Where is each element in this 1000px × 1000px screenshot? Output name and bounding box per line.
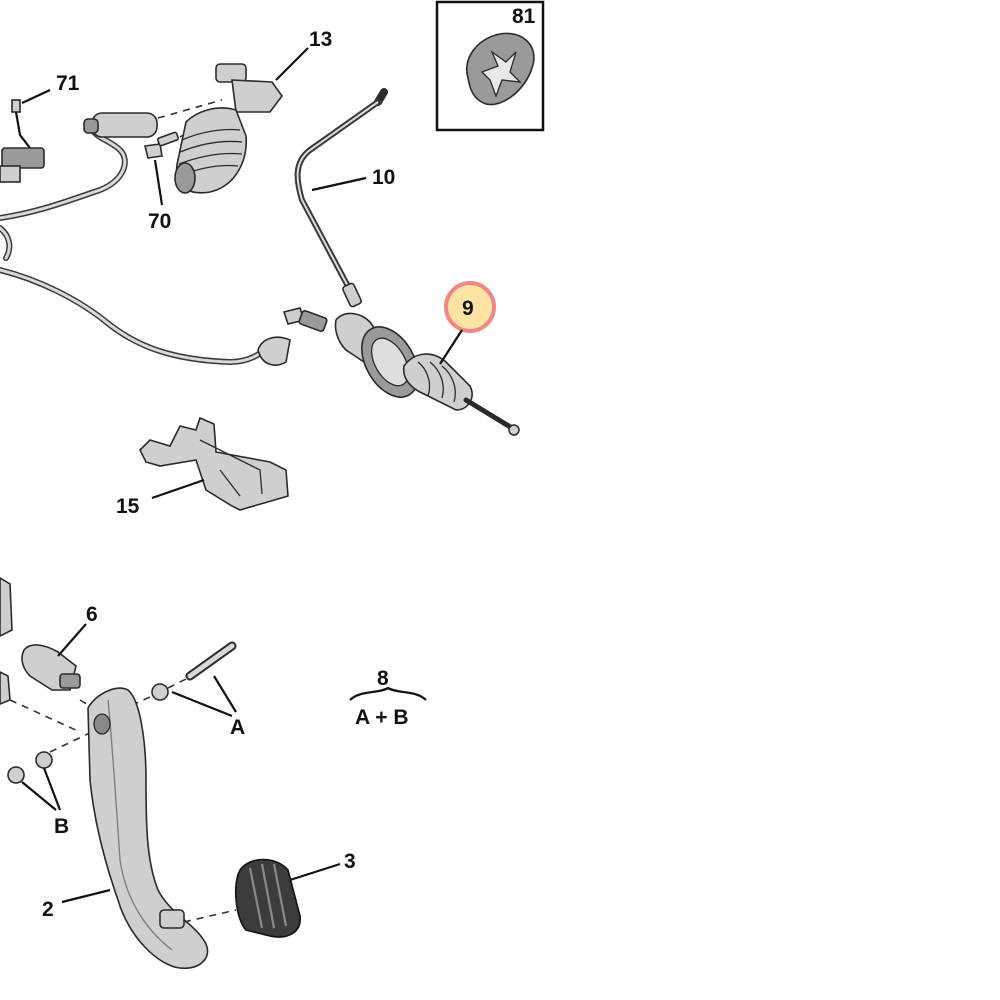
- callout-81-label: 81: [512, 5, 536, 28]
- part-70-bolt[interactable]: [144, 131, 180, 159]
- callout-8-label: 8: [377, 667, 389, 690]
- pedal-box-fragment: [0, 577, 13, 705]
- callout-3-label: 3: [344, 850, 356, 873]
- callout-A: A: [171, 675, 245, 739]
- part-6-switch[interactable]: [9, 644, 101, 733]
- callout-B-label: B: [54, 815, 69, 838]
- callout-9-highlighted[interactable]: 9: [439, 281, 496, 365]
- callout-6-label: 6: [86, 603, 98, 626]
- callout-3: 3: [289, 850, 356, 882]
- callout-71-label: 71: [56, 72, 80, 95]
- callout-15: 15: [116, 478, 205, 518]
- callout-8-formula: A + B: [355, 706, 408, 729]
- part-9-master-cylinder[interactable]: [257, 307, 520, 436]
- callout-10-label: 10: [372, 166, 395, 189]
- callout-6: 6: [57, 603, 98, 657]
- part-13-concentric-cylinder[interactable]: [174, 63, 283, 194]
- callout-13: 13: [275, 28, 332, 81]
- hydraulic-pipe-lower: [0, 225, 273, 365]
- callout-2: 2: [42, 888, 111, 921]
- part-81-retaining-clip[interactable]: [465, 32, 535, 106]
- hydraulic-pipe-upper: [0, 125, 128, 221]
- callout-70-label: 70: [148, 210, 171, 233]
- callout-A-label: A: [230, 716, 245, 739]
- callout-10: 10: [311, 166, 395, 192]
- part-15-bracket[interactable]: [139, 416, 289, 511]
- callout-70: 70: [148, 159, 171, 233]
- part-bushings-B[interactable]: [7, 729, 97, 784]
- part-3-pedal-pad[interactable]: [234, 858, 301, 938]
- part-pivot-pin[interactable]: [107, 641, 237, 717]
- callout-71: 71: [21, 72, 80, 104]
- part-71-fitting[interactable]: [0, 99, 45, 183]
- callout-2-label: 2: [42, 898, 54, 921]
- callout-B: B: [21, 767, 69, 838]
- callout-9-label: 9: [462, 297, 474, 320]
- part-slave-cylinder[interactable]: [83, 99, 223, 143]
- callout-8-group: 8 A + B: [349, 667, 427, 729]
- part-10-pushrod[interactable]: [294, 88, 388, 308]
- part-2-pedal-arm[interactable]: [87, 687, 237, 969]
- callout-15-label: 15: [116, 495, 140, 518]
- callout-13-label: 13: [309, 28, 332, 51]
